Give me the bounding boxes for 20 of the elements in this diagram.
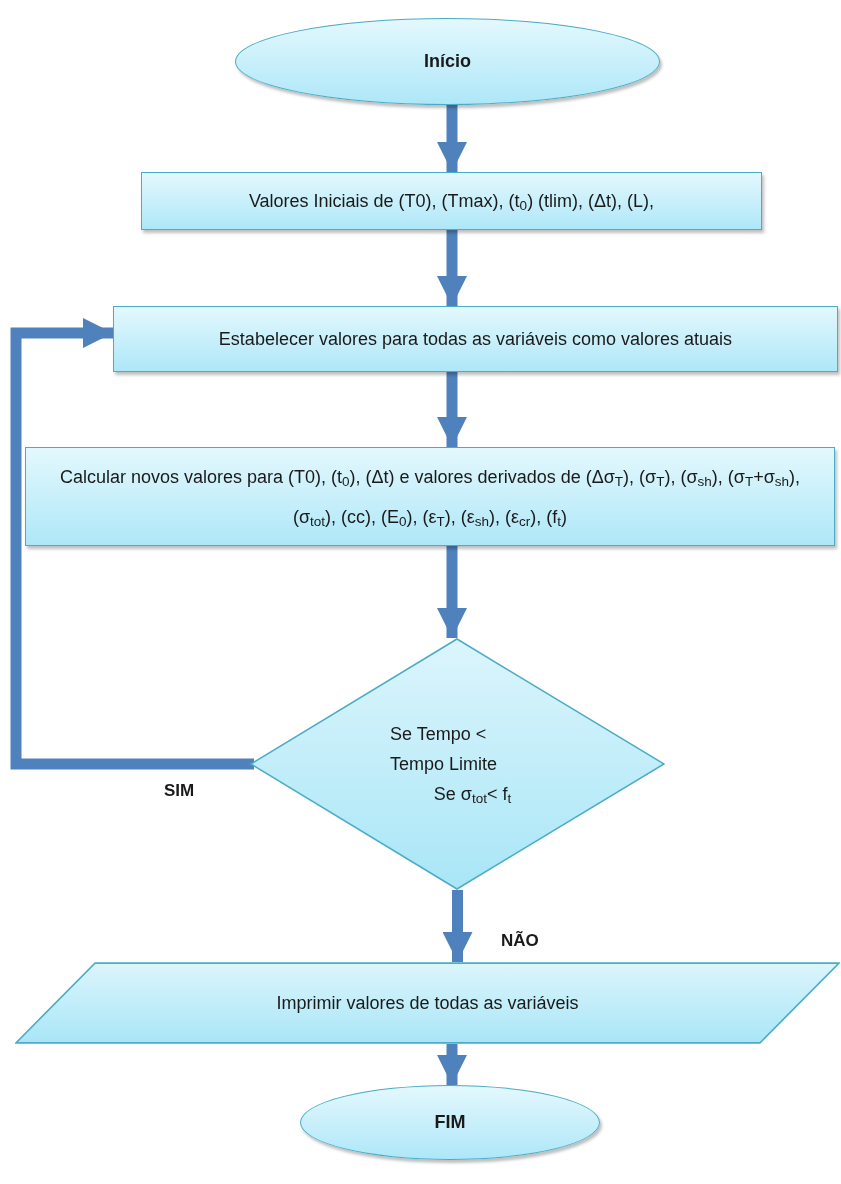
arrow [10,318,254,770]
arrow [442,890,473,962]
decision-diamond [250,638,665,890]
arrow [437,1044,467,1085]
node-text: FIM [434,1111,466,1134]
arrow [437,372,467,447]
process-box [25,447,835,546]
node-text: Se σ$_{tot}$< f$_{t}$ [432,783,513,809]
node-text: Valores Iniciais de (T0), (Tmax), (t$_{0}$) (tlim), (Δt), (L), [247,189,656,215]
node-text: Estabelecer valores para todas as variáveis como valores atuais [217,327,734,351]
node-text: Calcular novos valores para (T0), (t$_{0}$), (Δt) e valores derivados de (Δσ$_{T}$), (σ$_{T}$), (σ$_{sh}$), (σ$_{T}$+σ$_{sh}$), (σ$_{tot}$), (cc), (E$_{0}$), (ε$_{T}$), (ε$_{sh}$), (ε$_{cr}$), (f$_{t}$) [58,465,802,531]
process-box [113,306,838,372]
arrow [437,105,467,172]
node-text: Se Tempo < Tempo Limite [390,723,499,776]
node-text: Início [424,50,471,73]
arrow [437,230,467,306]
process-box [141,172,762,230]
node-text: Imprimir valores de todas as variáveis [275,991,580,1015]
output-parallelogram [15,962,840,1044]
arrow [437,546,467,638]
